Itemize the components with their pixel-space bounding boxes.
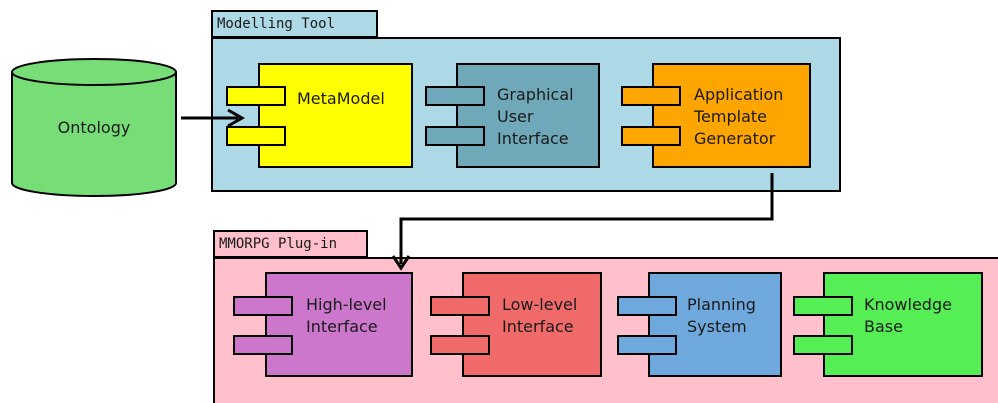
high-level-port-bottom — [233, 335, 293, 355]
gui-port-top — [425, 86, 485, 106]
planning-port-bottom — [617, 335, 677, 355]
gui-component — [456, 63, 600, 168]
modelling-tool-title: Modelling Tool — [217, 16, 336, 32]
modelling-tool-tab: Modelling Tool — [211, 10, 378, 38]
knowledge-component — [823, 272, 983, 377]
generator-label: Application Template Generator — [694, 85, 784, 148]
metamodel-port-top — [226, 86, 286, 106]
plugin-title: MMORPG Plug-in — [219, 236, 338, 252]
plugin-tab: MMORPG Plug-in — [213, 230, 368, 258]
gui-port-bottom — [425, 126, 485, 146]
planning-component — [648, 272, 782, 377]
generator-component — [652, 63, 811, 168]
metamodel-label: MetaModel — [297, 89, 385, 108]
knowledge-port-bottom — [793, 335, 853, 355]
low-level-label: Low-level Interface — [502, 295, 578, 336]
low-level-component — [462, 272, 602, 377]
low-level-port-top — [430, 296, 490, 316]
knowledge-port-top — [793, 296, 853, 316]
planning-label: Planning System — [687, 295, 756, 336]
planning-port-top — [617, 296, 677, 316]
gui-label: Graphical User Interface — [497, 85, 574, 148]
metamodel-port-bottom — [226, 126, 286, 146]
generator-port-bottom — [621, 126, 681, 146]
high-level-port-top — [233, 296, 293, 316]
ontology-label: Ontology — [57, 118, 131, 137]
metamodel-component — [258, 63, 413, 168]
high-level-label: High-level Interface — [306, 295, 387, 336]
low-level-port-bottom — [430, 335, 490, 355]
knowledge-label: Knowledge Base — [864, 295, 952, 336]
generator-port-top — [621, 86, 681, 106]
high-level-component — [265, 272, 413, 377]
